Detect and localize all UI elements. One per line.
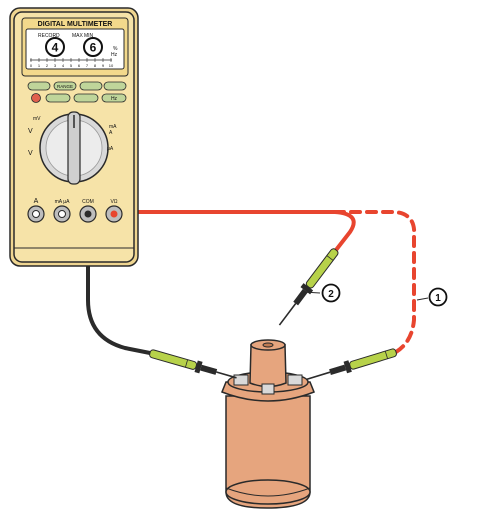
jack-label-com: COM	[82, 199, 94, 205]
range-button-label: RANGE	[57, 84, 73, 89]
scale-tick-label: 7	[86, 63, 89, 68]
dial-label-ma: mA	[109, 124, 117, 130]
button-row-2: Hz	[31, 93, 127, 103]
function-button-1[interactable]	[27, 81, 51, 91]
tag-record: RECORD	[38, 33, 60, 39]
function-button-4[interactable]	[103, 81, 127, 91]
digital-multimeter: DIGITAL MULTIMETER RECORD MAX MIN % Hz 4…	[9, 7, 139, 267]
scale-tick-label: 3	[54, 63, 57, 68]
callout-1: 1	[416, 287, 448, 307]
display-readout-left: 4	[52, 41, 59, 55]
hz-button[interactable]	[101, 93, 127, 103]
callout-2-label: 2	[328, 289, 334, 300]
tag-min: MIN	[84, 33, 94, 39]
scale-tick-label: 8	[94, 63, 97, 68]
range-button[interactable]	[53, 81, 77, 91]
jack-a[interactable]	[27, 205, 45, 223]
dial-label-mv: mV	[33, 116, 41, 122]
scale-tick-label: 10	[109, 63, 114, 68]
dial-label-ua: µA	[107, 146, 114, 152]
scale-tick-label: 2	[46, 63, 49, 68]
probe-1	[305, 348, 397, 381]
callout-1-label: 1	[435, 293, 441, 304]
unit-top: %	[113, 46, 118, 52]
dial-label-volts-ac: V	[28, 150, 33, 157]
scale-tick-label: 9	[102, 63, 105, 68]
dial-label-a: A	[109, 130, 113, 136]
hz-button-label: Hz	[111, 96, 118, 102]
jack-label-a: A	[34, 198, 39, 205]
ignition-coil	[221, 339, 315, 509]
function-button-3[interactable]	[79, 81, 103, 91]
rotary-selector[interactable]	[39, 111, 109, 185]
display-callout-4	[45, 37, 65, 57]
scale-tick-label: 5	[70, 63, 73, 68]
black-test-lead	[86, 220, 152, 355]
scale-tick-label: 6	[78, 63, 81, 68]
display-callout-6	[83, 37, 103, 57]
red-test-lead-alternate	[333, 210, 417, 354]
probe-black	[149, 349, 237, 379]
function-button-5[interactable]	[45, 93, 71, 103]
scale-tick-label: 0	[30, 63, 33, 68]
jack-label-v-ohm: VΩ	[110, 199, 117, 205]
selector-pointer	[67, 111, 81, 185]
jack-ma-ua[interactable]	[53, 205, 71, 223]
red-test-lead	[116, 210, 356, 252]
power-button[interactable]	[31, 93, 41, 103]
meter-title: DIGITAL MULTIMETER	[38, 21, 113, 28]
scale-tick-label: 1	[38, 63, 41, 68]
button-row-1: RANGE	[27, 81, 127, 91]
tag-max: MAX	[72, 33, 84, 39]
display-readout-right: 6	[90, 41, 97, 55]
function-button-6[interactable]	[73, 93, 99, 103]
jack-label-ma-ua: mA µA	[55, 199, 70, 205]
coil-terminal-left	[233, 374, 249, 386]
coil-terminal-right	[287, 374, 303, 386]
scale-tick-label: 4	[62, 63, 65, 68]
jack-com[interactable]	[79, 205, 97, 223]
probe-2	[278, 248, 339, 326]
unit-bottom: Hz	[111, 52, 118, 58]
jack-v-ohm[interactable]	[105, 205, 123, 223]
callout-2: 2	[302, 283, 341, 303]
dial-label-volts-dc: V	[28, 128, 33, 135]
